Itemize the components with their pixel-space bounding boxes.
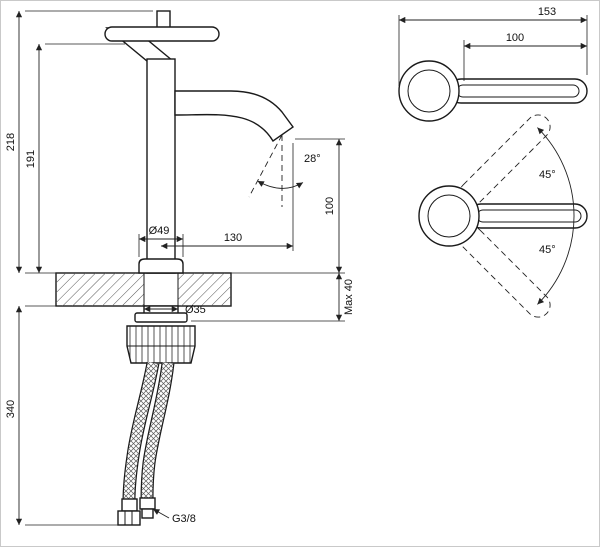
hose-left-braid: [123, 362, 159, 502]
dim-label-stream-angle: 28°: [304, 153, 321, 165]
lever-center-position: [468, 203, 588, 229]
faucet-body: [146, 58, 176, 274]
mounting-washer: [134, 312, 188, 323]
stream-angle-arc: [257, 180, 304, 189]
dim-height-body: 191: [25, 43, 125, 273]
stream-angled-dashed: [248, 134, 283, 198]
dim-label-thread-diameter: Ø35: [185, 304, 206, 316]
dim-outlet-height: 100: [231, 138, 345, 274]
handle-lever: [104, 26, 220, 42]
dim-label-reach: 130: [224, 232, 242, 244]
top-view-upper: 153 100: [398, 6, 588, 122]
top-body-inner-2: [427, 194, 471, 238]
dim-reach: 130: [161, 143, 294, 251]
top-body-inner: [407, 69, 451, 113]
hose-right-braid: [141, 362, 174, 502]
dim-base-diameter: Ø49: [138, 225, 184, 257]
dim-label-swing-up: 45°: [539, 169, 556, 181]
connection-thread: G3/8: [152, 508, 196, 525]
dim-thread-diameter: Ø35: [144, 304, 206, 316]
stream-angle: 28°: [248, 134, 321, 207]
dim-label-height-body: 191: [25, 150, 37, 168]
dim-label-connection-thread: G3/8: [172, 513, 196, 525]
dim-label-hose-length: 340: [5, 400, 17, 418]
supply-hoses: [117, 361, 175, 526]
dim-label-length-total: 153: [538, 6, 556, 18]
swing-arc: [537, 127, 575, 305]
faucet-base: [138, 258, 184, 274]
hose-left-fitting: [121, 498, 138, 512]
dim-label-outlet-height: 100: [324, 197, 336, 215]
dim-handle-length: 100: [463, 32, 587, 81]
mounting-nut: [126, 325, 196, 364]
dim-max-thickness: Max 40: [191, 273, 355, 322]
faucet: [104, 10, 294, 274]
dim-label-swing-down: 45°: [539, 244, 556, 256]
leader-g38: [152, 508, 170, 519]
dim-length-total: 153: [398, 6, 588, 86]
deck-hatch-right: [178, 273, 231, 306]
counter-deck: [55, 272, 232, 307]
dim-hose-length: 340: [5, 305, 118, 526]
front-view: 28° 218 191 340 100: [5, 10, 355, 526]
dim-label-max-thickness: Max 40: [343, 279, 355, 315]
top-lever: [448, 78, 588, 104]
top-view-lower: 45° 45°: [418, 114, 588, 318]
hose-right-fitting: [139, 497, 156, 510]
spout: [174, 90, 294, 143]
dim-label-height-total: 218: [5, 133, 17, 151]
dim-label-base-diameter: Ø49: [149, 225, 170, 237]
hose-left-connector-nut: [117, 510, 141, 526]
dim-height-total: 218: [5, 10, 153, 274]
hose-right-nut: [141, 508, 154, 519]
deck-hatch-left: [56, 273, 144, 306]
dim-label-handle-length: 100: [506, 32, 524, 44]
